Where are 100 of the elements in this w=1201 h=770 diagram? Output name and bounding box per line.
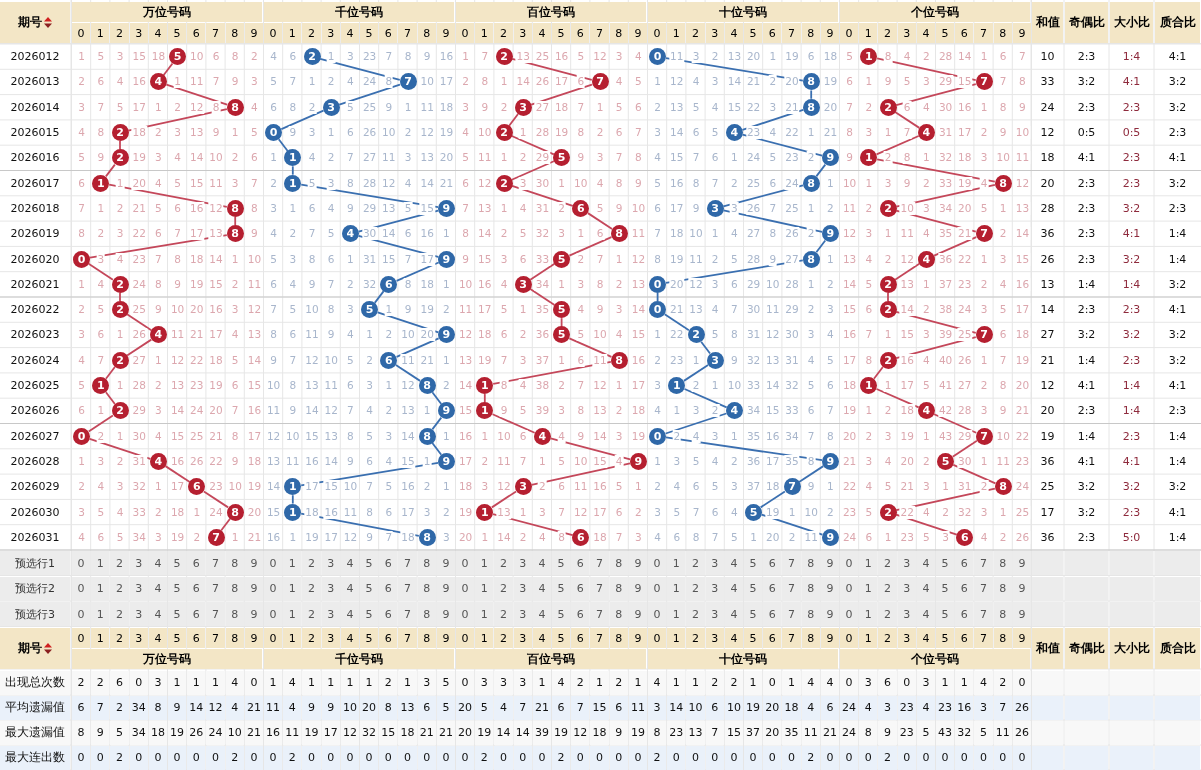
stat-value: 0 [571, 745, 590, 770]
omission-value: 10 [899, 201, 915, 215]
omission-value: 27 [784, 252, 800, 266]
omission-value: 19 [477, 353, 493, 367]
omission-value: 1 [864, 176, 874, 190]
omission-value: 17 [841, 353, 858, 367]
number-ball: 4 [149, 326, 167, 344]
omission-value: 31 [361, 252, 378, 266]
trend-line [933, 413, 978, 434]
trend-line [933, 236, 978, 257]
omission-value: 15 [1014, 252, 1031, 266]
omission-value: 3 [653, 505, 662, 519]
omission-value: 9 [384, 100, 394, 114]
ratio-value: 4:1 [1076, 378, 1097, 395]
digit-header: 5 [552, 23, 571, 43]
trend-line [873, 366, 884, 380]
omission-value: 2 [230, 277, 240, 291]
omission-value: 20 [131, 176, 147, 190]
period-number: 2026021 [9, 276, 61, 293]
stat-value: 7 [91, 695, 110, 720]
omission-value: 2 [115, 454, 125, 468]
omission-value: 35 [745, 429, 762, 443]
digit-header: 0 [840, 23, 859, 43]
omission-value: 5 [173, 176, 182, 190]
omission-value: 18 [304, 505, 320, 519]
preset-digit: 7 [590, 602, 609, 626]
omission-value: 6 [384, 505, 394, 519]
omission-value: 1 [614, 252, 624, 266]
omission-value: 36 [937, 252, 954, 266]
omission-value: 1 [384, 303, 394, 317]
omission-value: 4 [115, 252, 125, 266]
omission-value: 4 [614, 454, 624, 468]
stat-value: 1 [302, 670, 321, 695]
preset-digit: 2 [686, 576, 705, 601]
omission-value: 26 [957, 353, 973, 367]
preset-digit: 2 [878, 602, 897, 626]
omission-value: 18 [189, 252, 205, 266]
omission-value: 5 [230, 353, 240, 367]
omission-value: 2 [480, 454, 490, 468]
stat-value: 0 [398, 745, 417, 770]
digit-header: 5 [360, 628, 379, 648]
omission-value: 7 [595, 252, 605, 266]
stat-value: 1 [782, 670, 801, 695]
trend-line [162, 62, 174, 77]
digit-header: 7 [398, 23, 417, 43]
sum-value: 21 [1039, 352, 1056, 369]
omission-value: 9 [499, 404, 509, 418]
omission-value: 6 [710, 505, 720, 519]
trend-line [529, 288, 556, 306]
omission-value: 11 [669, 50, 685, 64]
omission-value: 22 [899, 505, 915, 519]
omission-value: 43 [937, 429, 954, 443]
omission-value: 25 [784, 201, 800, 215]
digit-header: 1 [91, 628, 110, 648]
ratio-value: 2:3 [1076, 251, 1097, 268]
number-ball: 8 [802, 73, 820, 91]
trend-line [895, 209, 977, 233]
omission-value: 21 [841, 454, 858, 468]
digit-header: 6 [571, 628, 590, 648]
omission-value: 8 [346, 176, 355, 190]
omission-value: 7 [902, 126, 912, 140]
trend-line [876, 158, 996, 183]
omission-value: 3 [442, 530, 451, 544]
stat-value: 6 [110, 670, 129, 695]
preset-digit: 6 [571, 576, 590, 601]
ratio-value: 4:1 [1167, 302, 1188, 319]
omission-value: 13 [841, 252, 858, 266]
digit-header: 0 [264, 23, 283, 43]
omission-value: 2 [826, 277, 835, 291]
number-ball: 9 [821, 149, 839, 167]
omission-value: 1 [288, 530, 298, 544]
omission-value: 6 [730, 277, 739, 291]
ratio-value: 2:3 [1076, 99, 1097, 116]
omission-value: 1 [998, 505, 1008, 519]
omission-value: 7 [806, 429, 816, 443]
preset-digit: 0 [840, 576, 859, 601]
preset-digit: 1 [91, 576, 110, 601]
preset-digit: 1 [283, 576, 302, 601]
omission-value: 2 [787, 530, 797, 544]
number-ball: 5 [361, 301, 379, 319]
column-header: 和值 [1032, 628, 1063, 669]
omission-value: 4 [499, 277, 509, 291]
stat-value: 1 [360, 670, 379, 695]
omission-value: 12 [265, 429, 282, 443]
preset-digit: 0 [648, 602, 667, 626]
omission-value: 37 [937, 277, 954, 291]
stat-value: 2 [72, 670, 91, 695]
omission-value: 15 [265, 505, 282, 519]
number-ball: 4 [917, 124, 935, 142]
omission-value: 4 [595, 176, 605, 190]
row-label: 平均遗漏值 [0, 695, 70, 720]
preset-digit: 6 [571, 551, 590, 575]
omission-value: 9 [230, 454, 240, 468]
preset-digit: 1 [91, 551, 110, 575]
digit-header: 2 [302, 628, 321, 648]
trend-line [338, 83, 401, 106]
omission-value: 16 [457, 429, 474, 443]
trend-line [895, 184, 996, 208]
omission-value: 13 [265, 454, 282, 468]
omission-value: 11 [208, 176, 224, 190]
